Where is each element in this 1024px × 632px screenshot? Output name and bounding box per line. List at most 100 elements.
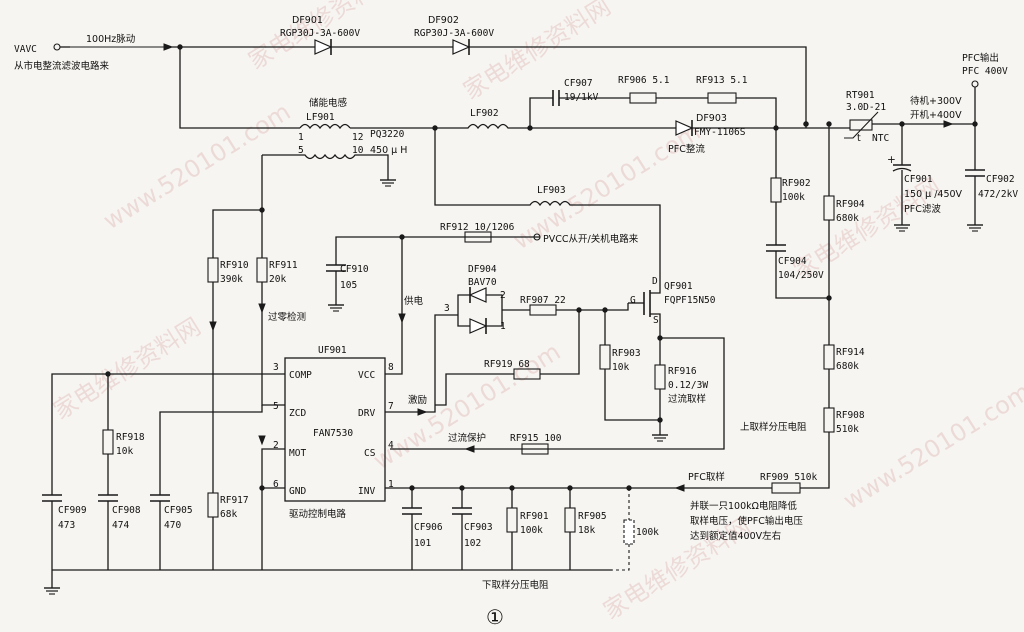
- gate-drive: DF904 BAV70 2 3 1 RF907 22 RF919 68 RF90…: [434, 264, 663, 423]
- df901-label: DF901: [292, 15, 323, 26]
- rf908-resistor: [823, 407, 835, 433]
- ocp-label: 过流保护: [448, 432, 486, 444]
- rf914-label: RF914: [836, 347, 865, 358]
- rf907-label: RF907 22: [520, 295, 566, 306]
- rf911-resistor: [256, 257, 268, 283]
- lf903-label: LF903: [537, 185, 566, 196]
- df902-part: RGP30J-3A-600V: [414, 28, 494, 39]
- watermark: www.520101.com: [838, 378, 1024, 516]
- pin-cs: CS: [364, 448, 376, 459]
- vavc-terminal: [53, 43, 61, 51]
- rf903-value: 10k: [612, 362, 629, 373]
- rf908-value: 510k: [836, 424, 859, 435]
- extra-100k-resistor: [623, 519, 635, 545]
- cf901-value: 150 μ /450V: [904, 189, 963, 200]
- rf912-resistor: [464, 231, 492, 243]
- rf906-label: RF906 5.1: [618, 75, 670, 86]
- ocp-arrow: [464, 445, 475, 453]
- ground-symbol: [328, 304, 344, 312]
- df904-label: DF904: [468, 264, 497, 275]
- drive-label: 激励: [408, 394, 427, 406]
- df904-pin2: 2: [500, 290, 506, 301]
- qf901-mosfet: [628, 282, 661, 338]
- pulse-label: 100Hz脉动: [86, 33, 135, 45]
- cf910-label: CF910: [340, 264, 369, 275]
- cf902-label: CF902: [986, 174, 1015, 185]
- ntc-label: NTC: [872, 133, 889, 144]
- lower-divider: CF906 101 CF903 102 RF901 100k RF905 18k…: [402, 485, 803, 591]
- rf911-value: 20k: [269, 274, 286, 285]
- snubber-branch: CF907 19/1kV RF906 5.1 RF913 5.1: [529, 75, 779, 131]
- ground-symbol: [652, 434, 668, 442]
- rf918-value: 10k: [116, 446, 133, 457]
- cf904-value: 104/250V: [778, 270, 824, 281]
- pin-num-8: 8: [388, 362, 394, 373]
- rf913-resistor: [707, 92, 737, 104]
- output-arrow: [943, 120, 954, 128]
- rf915-resistor: [521, 443, 549, 455]
- df904-pin3: 3: [444, 303, 450, 314]
- upper-divider: RF904 680k RF914 680k RF908 510k 上取样分压电阻…: [390, 128, 865, 494]
- rf916-desc: 过流取样: [668, 393, 706, 405]
- vavc-label: VAVC: [14, 44, 37, 55]
- rf902-value: 100k: [782, 192, 805, 203]
- rf902-label: RF902: [782, 178, 811, 189]
- cf909-label: CF909: [58, 505, 87, 516]
- df904-pin1: 1: [500, 321, 506, 332]
- lf901-pin1: 1: [298, 132, 304, 143]
- rf918-resistor: [102, 429, 114, 455]
- compensation-caps: CF909 473 CF908 474 CF905 470: [42, 494, 193, 595]
- rf917-label: RF917: [220, 495, 249, 506]
- df904-part: BAV70: [468, 277, 497, 288]
- ground-symbol: [44, 587, 60, 595]
- ground-symbol: [380, 179, 396, 187]
- cf901-plus: +: [887, 154, 896, 166]
- input-arrow-head: [163, 43, 174, 51]
- cf906-value: 101: [414, 538, 431, 549]
- rf918-label: RF918: [116, 432, 145, 443]
- lower-divider-label: 下取样分压电阻: [482, 579, 549, 591]
- pq3220-label: PQ3220: [370, 129, 405, 140]
- cf901-desc: PFC滤波: [904, 203, 941, 215]
- df902-diode: [452, 39, 471, 55]
- zero-detect-label: 过零检测: [268, 311, 306, 323]
- pfc-output-terminal: PFC输出 PFC 400V: [962, 52, 1008, 124]
- rf910-value: 390k: [220, 274, 243, 285]
- rf914-resistor: [823, 344, 835, 370]
- pvcc-label: PVCC从开/关机电路来: [543, 233, 639, 245]
- qf901-part: FQPF15N50: [664, 295, 716, 306]
- ground-symbol: [894, 224, 910, 232]
- rf916-label: RF916: [668, 366, 697, 377]
- lf901-primary-coil: [299, 123, 351, 130]
- rf919-label: RF919 68: [484, 359, 530, 370]
- ic-body: [284, 357, 386, 502]
- cf908-value: 474: [112, 520, 129, 531]
- rt901-label: RT901: [846, 90, 875, 101]
- rf910-label: RF910: [220, 260, 249, 271]
- pin-vcc: VCC: [358, 370, 375, 381]
- rf904-value: 680k: [836, 213, 859, 224]
- cf908-label: CF908: [112, 505, 141, 516]
- cf910-value: 105: [340, 280, 357, 291]
- pvcc-terminal: [533, 233, 541, 241]
- inductor-name: 储能电感: [309, 97, 348, 109]
- pin-inv: INV: [358, 486, 375, 497]
- pin-num-4: 4: [388, 440, 394, 451]
- rf916-resistor: [654, 364, 666, 390]
- output-section: RT901 3.0D-21 t NTC 待机+300V 开机+400V + CF…: [803, 90, 1018, 232]
- drive-circuit-label: 驱动控制电路: [289, 508, 347, 520]
- watermark: 家电维修资料网: [598, 512, 755, 625]
- df903-part: FMY-1106S: [694, 127, 746, 138]
- watermark: www.520101.com: [98, 98, 295, 236]
- pin-num-5: 5: [273, 401, 279, 412]
- cf905-value: 470: [164, 520, 181, 531]
- switch-section: LF903 D G S QF901 FQPF15N50 RF916 0.12/3…: [390, 128, 725, 455]
- uf901-ic: UF901 COMP VCC ZCD DRV MOT CS GND INV FA…: [51, 345, 436, 570]
- lf901-label: LF901: [306, 112, 335, 123]
- rf903-resistor: [599, 344, 611, 370]
- supply-section: RF912 10/1206 PVCC从开/关机电路来 CF910 105 供电: [326, 222, 639, 375]
- pin-comp: COMP: [289, 370, 312, 381]
- rf903-label: RF903: [612, 348, 641, 359]
- rf907-resistor: [529, 304, 557, 316]
